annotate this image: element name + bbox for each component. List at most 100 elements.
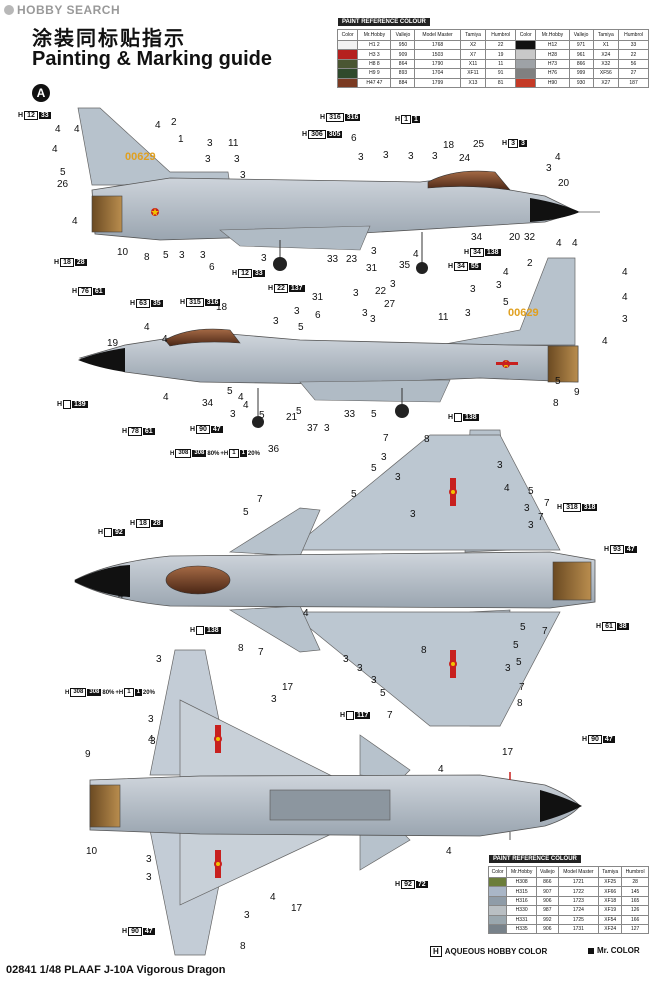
paint-code: XF66	[598, 886, 623, 897]
callout-number: 7	[383, 433, 389, 444]
callout-number: 4	[572, 238, 578, 249]
callout-number: 7	[519, 682, 525, 693]
hobbysearch-watermark: HOBBY SEARCH	[4, 3, 120, 17]
color-swatch	[515, 58, 537, 70]
paint-code: 1790	[414, 58, 461, 70]
code-prefix: H	[190, 627, 196, 634]
callout-number: 8	[238, 643, 244, 654]
aqueous-code: 34	[470, 248, 484, 257]
callout-number: 3	[470, 284, 476, 295]
callout-number: 3	[357, 663, 363, 674]
callout-number: 3	[395, 472, 401, 483]
callout-number: 11	[438, 312, 449, 323]
callout-number: 5	[371, 463, 377, 474]
top-view	[74, 429, 596, 727]
paint-code: 866	[536, 876, 559, 888]
paint-code: X27	[592, 77, 620, 88]
paint-code: 145	[621, 886, 649, 897]
callout-number: 4	[243, 400, 249, 411]
callout-number: 20	[558, 178, 570, 189]
paint-code: 1704	[414, 68, 461, 79]
paint-code: 1768	[414, 39, 461, 51]
mrhobby-code: H73	[535, 58, 570, 70]
callout-number: 17	[291, 903, 303, 914]
paint-code: 909	[390, 49, 416, 60]
callout-number: 3	[200, 250, 206, 261]
aqueous-code: 78	[128, 427, 142, 436]
code-prefix: H	[395, 881, 401, 888]
callout-number: 4	[52, 144, 58, 155]
code-prefix: H	[98, 529, 104, 536]
callout-number: 4	[556, 238, 562, 249]
paint-code: 1723	[557, 895, 600, 907]
callout-number: 3	[432, 151, 438, 162]
code-prefix: H	[57, 401, 63, 408]
callout-number: 5	[259, 410, 265, 421]
mrhobby-code: H308	[506, 876, 538, 888]
aqueous-code: 90	[588, 735, 602, 744]
callout-number: 3	[179, 250, 185, 261]
code-prefix: H	[596, 623, 602, 630]
code-prefix: H	[395, 116, 401, 123]
paint-code: 19	[485, 49, 517, 60]
callout-number: 26	[57, 179, 69, 190]
callout-number: 3	[273, 316, 279, 327]
watermark-text: HOBBY SEARCH	[17, 3, 121, 17]
callout-number: 8	[240, 941, 246, 952]
table1-header: Vallejo	[568, 29, 594, 41]
paint-code: 11	[485, 58, 517, 70]
mrhobby-code: H315	[506, 886, 538, 897]
callout-number: 7	[387, 710, 393, 721]
callout-number: 7	[542, 626, 548, 637]
paint-code: 27	[618, 68, 649, 79]
callout-number: 7	[538, 512, 544, 523]
callout-number: 3	[505, 663, 511, 674]
paint-code: 91	[485, 68, 517, 79]
mrcolor-code: 316	[204, 298, 221, 307]
callout-number: 33	[327, 254, 339, 265]
color-swatch	[487, 914, 508, 925]
color-swatch	[336, 58, 359, 70]
mrcolor-code: 3	[518, 139, 527, 148]
callout-number: 3	[496, 280, 502, 291]
paint-code: XF18	[598, 895, 623, 907]
color-swatch	[336, 49, 359, 60]
callout-number: 6	[351, 133, 357, 144]
code-prefix: H	[180, 299, 186, 306]
hobby-color-code: H 117	[340, 711, 371, 720]
callout-number: 4	[74, 124, 80, 135]
callout-number: 3	[546, 163, 552, 174]
callout-number: 20	[509, 232, 521, 243]
mrhobby-code: H3 3	[357, 49, 392, 60]
callout-number: 10	[86, 846, 98, 857]
code-prefix: H	[582, 736, 588, 743]
mix-percent: 80%	[102, 689, 115, 696]
paint-code: 906	[536, 895, 559, 907]
mrcolor-code: 38	[616, 622, 629, 631]
mrhobby-code: H12	[535, 39, 570, 51]
paint-code: 1722	[557, 886, 600, 897]
callout-number: 5	[163, 250, 169, 261]
callout-number: 5	[528, 486, 534, 497]
callout-number: 8	[424, 434, 430, 445]
callout-number: 4	[413, 249, 419, 260]
mrcolor-code: 138	[205, 626, 221, 635]
paint-code: 166	[621, 914, 649, 925]
mrcolor-code: 92	[113, 528, 125, 537]
callout-number: 2	[171, 117, 177, 128]
callout-number: 4	[55, 124, 61, 135]
mrhobby-code: H331	[506, 914, 538, 925]
paint-code: 1731	[557, 923, 600, 935]
paint-code: 1725	[557, 914, 600, 925]
mrcolor-code: 61	[92, 287, 105, 296]
mrcolor-code: 138	[463, 413, 479, 422]
mrcolor-label: Mr. COLOR	[597, 946, 640, 955]
callout-number: 19	[107, 338, 119, 349]
code-prefix: H	[340, 712, 346, 719]
code-prefix: H	[130, 520, 136, 527]
mrhobby-code: H47 47	[357, 77, 392, 88]
